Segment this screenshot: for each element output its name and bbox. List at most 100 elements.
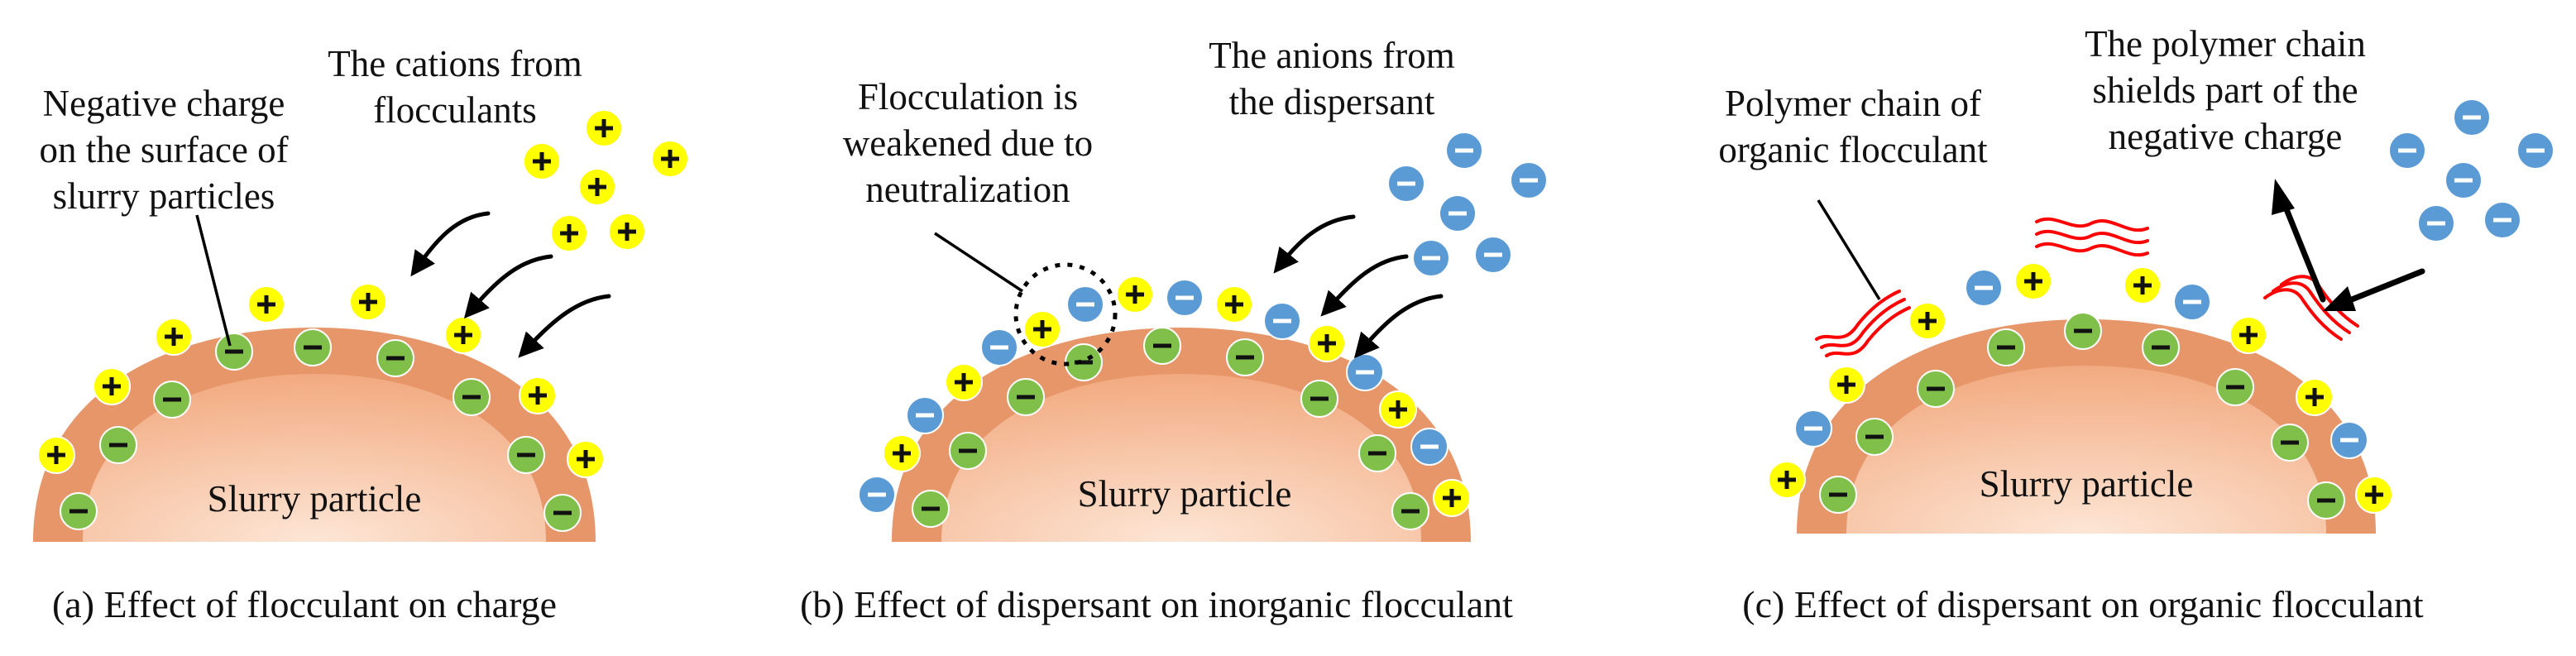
- cation: [93, 367, 131, 405]
- particle-core: [941, 374, 1421, 542]
- negative-site: [153, 381, 191, 419]
- leader-line: [1817, 199, 1881, 300]
- cation: [519, 376, 557, 414]
- negative-site: [1819, 476, 1857, 514]
- cations-label: The cations from flocculants: [328, 43, 582, 131]
- leader-line: [195, 214, 232, 347]
- svg-text:The anions from: The anions from: [1209, 35, 1454, 76]
- particle-label: Slurry particle: [1078, 473, 1292, 515]
- anion: [1474, 236, 1512, 274]
- negative-site: [1300, 380, 1338, 418]
- anion: [2516, 132, 2554, 170]
- svg-text:on the surface of: on the surface of: [39, 129, 288, 170]
- cation: [945, 363, 983, 401]
- anion: [1346, 353, 1384, 391]
- anion: [1510, 161, 1548, 199]
- anion: [1166, 279, 1204, 317]
- negative-site: [1391, 492, 1429, 530]
- svg-text:shields part of the: shields part of the: [2092, 69, 2358, 111]
- negative-site: [1007, 378, 1045, 416]
- negative-site: [912, 490, 950, 528]
- negative-site: [543, 494, 582, 532]
- surface-charges-b: [858, 275, 1471, 530]
- anion: [1412, 239, 1450, 277]
- anion: [1965, 269, 2003, 307]
- curved-arrow: [1353, 294, 1444, 359]
- anion: [2453, 98, 2491, 136]
- curved-arrow: [518, 294, 611, 358]
- negative-site: [99, 426, 137, 464]
- anion: [1066, 285, 1104, 323]
- surface-charges-a: [37, 283, 605, 532]
- anion: [2330, 421, 2368, 459]
- svg-text:slurry particles: slurry particles: [53, 175, 275, 217]
- curved-arrow: [463, 254, 553, 319]
- panel-a: Slurry particle: [33, 43, 689, 625]
- polymer-chain: [1815, 290, 1911, 357]
- polymer-chain-label: Polymer chain of organic flocculant: [1718, 83, 1988, 170]
- anion: [858, 476, 896, 514]
- svg-text:Polymer chain of: Polymer chain of: [1725, 83, 1981, 124]
- cation: [585, 109, 623, 147]
- polymer-chain: [2035, 217, 2149, 257]
- cation: [2296, 378, 2334, 416]
- shielding-label: The polymer chain shields part of the ne…: [2085, 23, 2366, 157]
- negative-charge-label: Negative charge on the surface of slurry…: [39, 83, 288, 217]
- negative-site: [1987, 328, 2025, 366]
- anion: [2417, 204, 2455, 242]
- negative-site: [2271, 424, 2309, 462]
- cation: [1379, 390, 1417, 429]
- free-anions-b: [1387, 132, 1548, 277]
- negative-site: [2216, 368, 2254, 406]
- particle-b: Slurry particle: [892, 328, 1471, 542]
- cation: [2014, 262, 2052, 300]
- particle-label: Slurry particle: [208, 478, 422, 520]
- negative-site: [1855, 418, 1894, 456]
- anions-label: The anions from the dispersant: [1209, 35, 1454, 122]
- cation: [444, 316, 482, 354]
- negative-site: [507, 436, 545, 474]
- negative-site: [2064, 312, 2102, 350]
- svg-text:flocculants: flocculants: [373, 89, 536, 131]
- negative-site: [1065, 343, 1103, 381]
- neutralization-label: Flocculation is weakened due to neutrali…: [843, 76, 1093, 210]
- negative-site: [294, 328, 332, 366]
- panel-b: Slurry particle: [800, 35, 1548, 625]
- anion: [980, 328, 1018, 366]
- negative-site: [2142, 328, 2180, 366]
- cation: [247, 285, 285, 323]
- anion: [1410, 428, 1448, 466]
- anion: [2483, 201, 2521, 239]
- svg-text:organic flocculant: organic flocculant: [1718, 129, 1988, 170]
- anion: [1445, 132, 1483, 170]
- negative-site: [1358, 434, 1396, 472]
- anion: [1263, 302, 1301, 340]
- anion: [906, 396, 944, 434]
- cation: [567, 440, 605, 478]
- svg-text:the dispersant: the dispersant: [1229, 81, 1435, 122]
- cation: [651, 140, 689, 178]
- cation: [2124, 266, 2162, 304]
- negative-site: [376, 339, 414, 377]
- leader-line: [934, 232, 1023, 293]
- svg-text:weakened due to: weakened due to: [843, 122, 1093, 164]
- curved-arrow: [410, 211, 491, 277]
- negative-site: [1143, 327, 1181, 365]
- negative-site: [2307, 481, 2345, 520]
- caption-b: (b) Effect of dispersant on inorganic fl…: [800, 583, 1513, 625]
- cation: [2229, 316, 2267, 354]
- cation: [1116, 275, 1154, 314]
- arrows-b: [1273, 214, 1444, 359]
- cation: [2355, 476, 2393, 514]
- svg-text:Flocculation is: Flocculation is: [858, 76, 1078, 117]
- cation: [1308, 324, 1346, 362]
- arrow-left: [2323, 268, 2425, 311]
- anion: [2388, 132, 2426, 170]
- curved-arrow: [1320, 254, 1409, 317]
- cation: [608, 213, 646, 251]
- cation: [1215, 285, 1253, 323]
- panel-c: Slurry particle: [1718, 23, 2554, 625]
- cation: [578, 168, 616, 206]
- cation: [1023, 310, 1061, 348]
